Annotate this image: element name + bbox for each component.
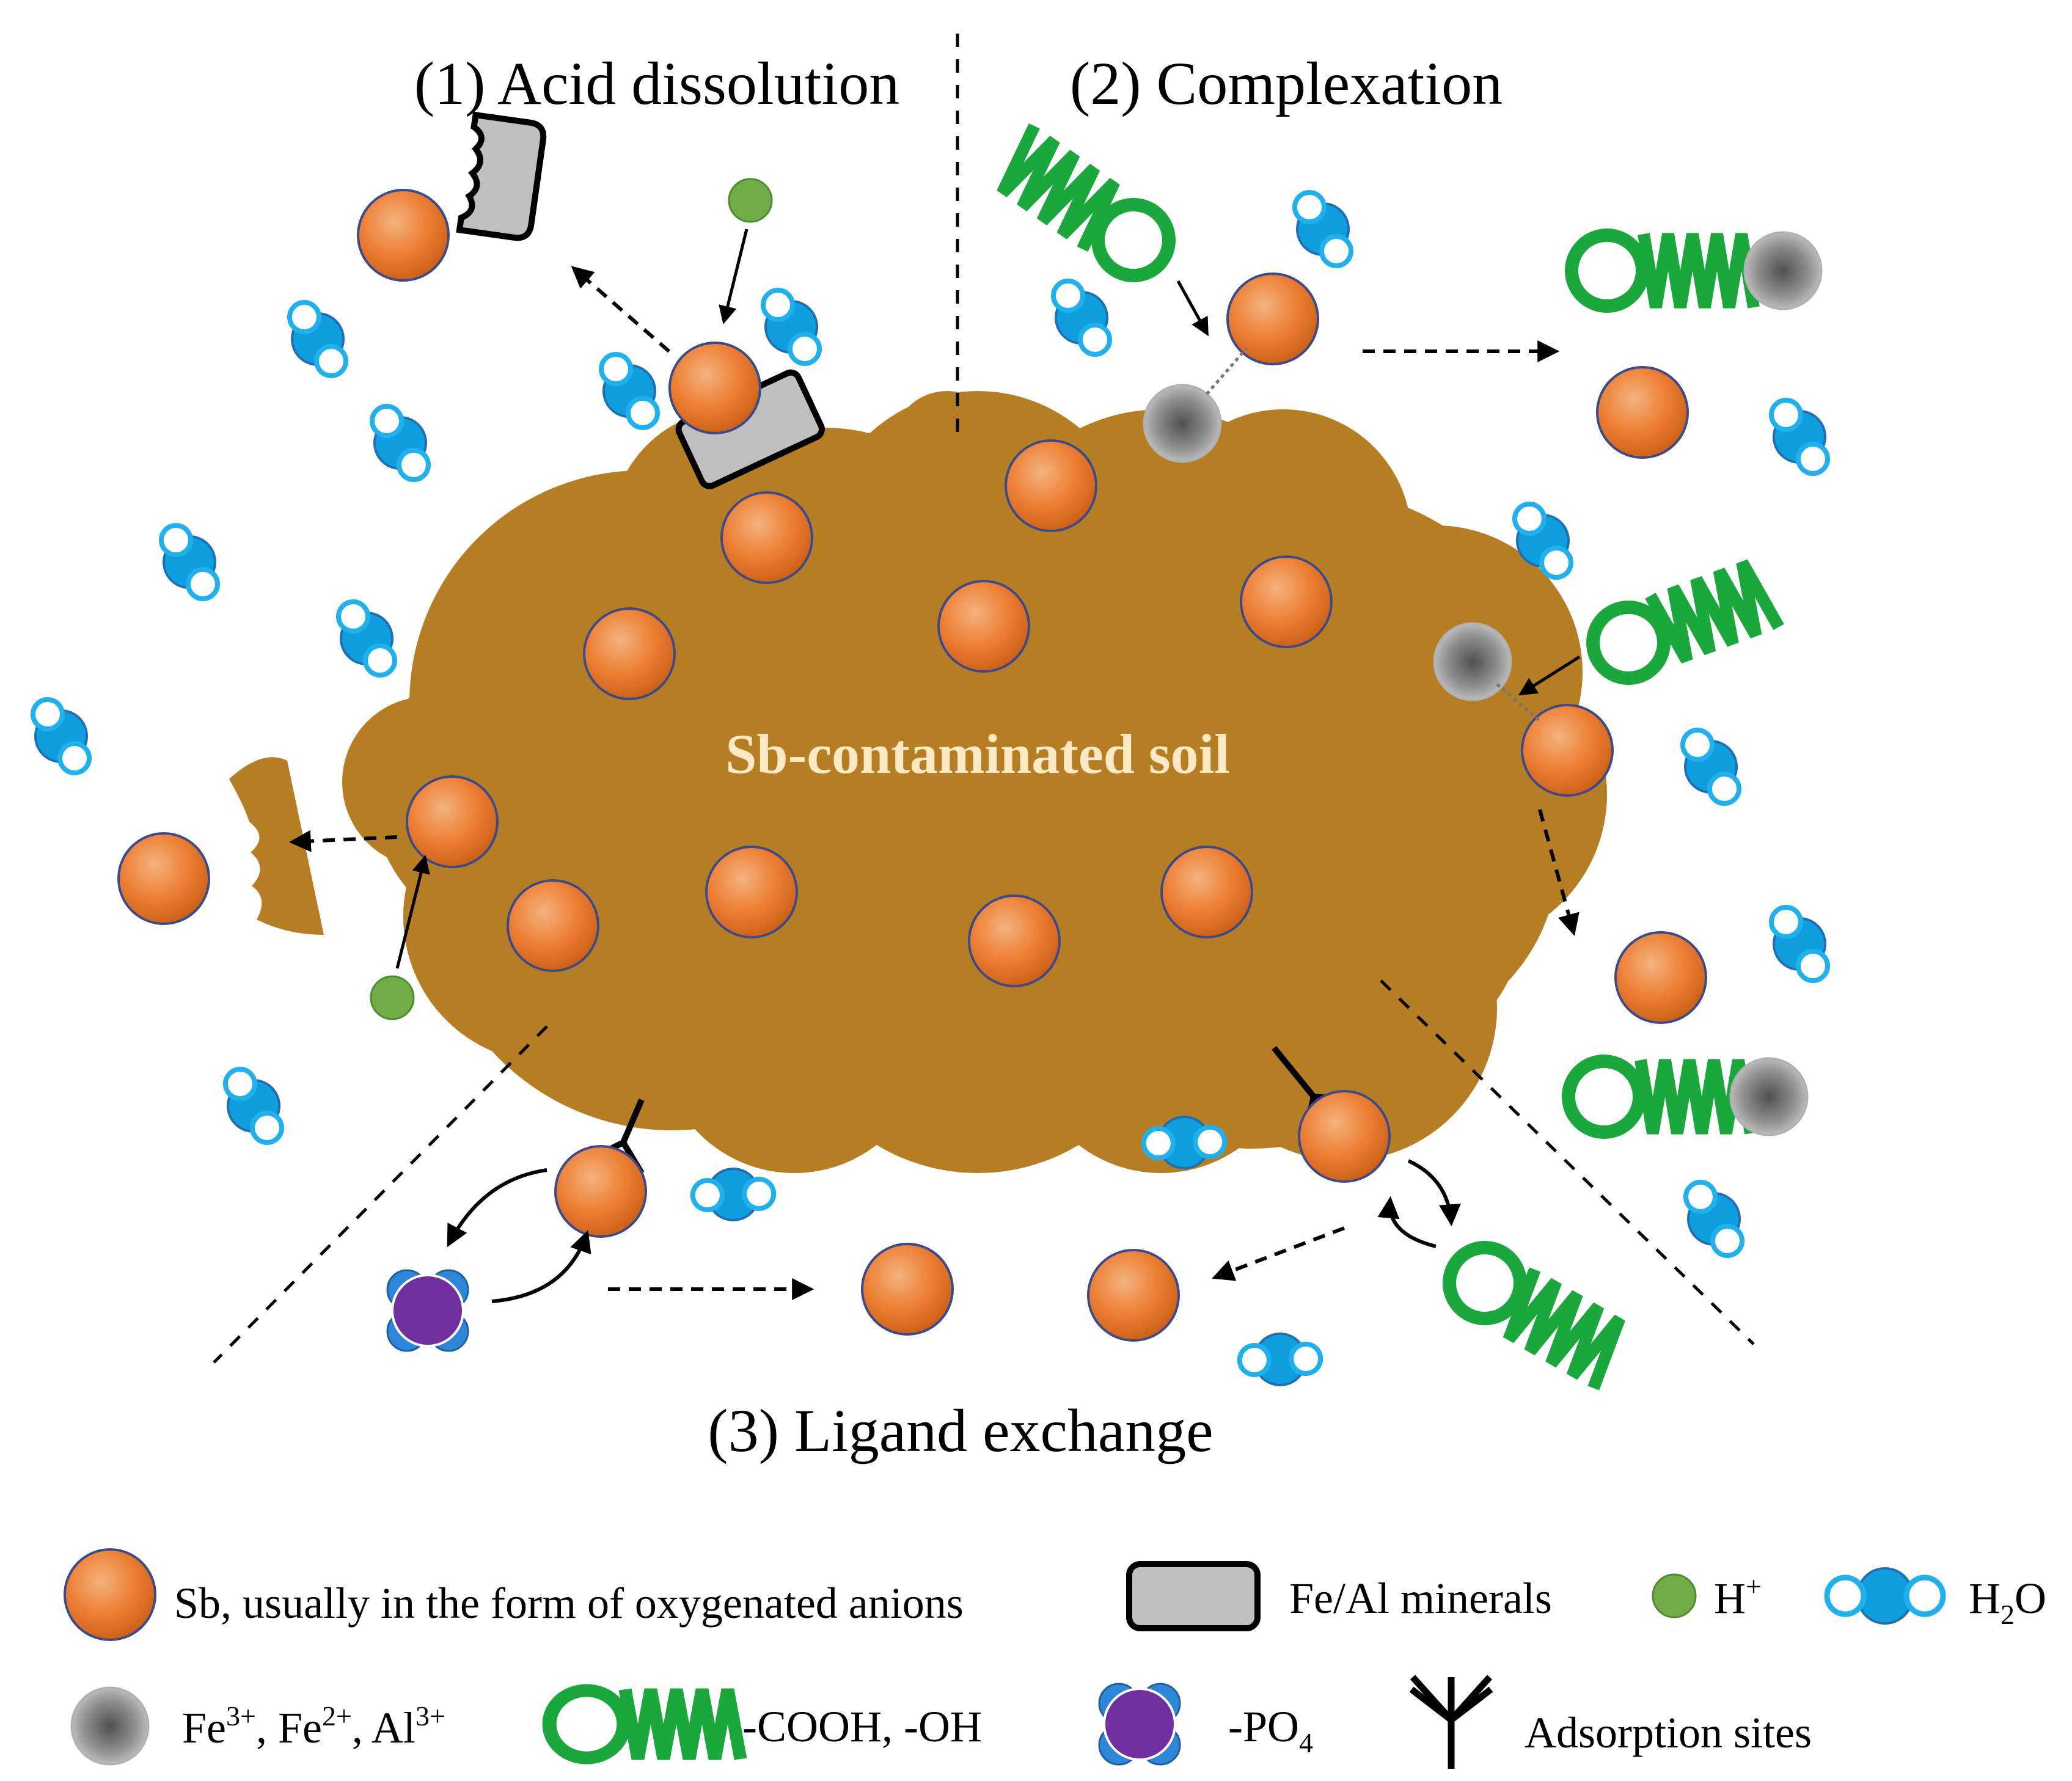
water-molecule-icon — [372, 406, 428, 480]
soil-label: Sb-contaminated soil — [725, 723, 1230, 785]
sb-particle-icon — [357, 189, 450, 282]
organic-ligand-icon — [549, 1689, 741, 1759]
organic-ligand-icon — [1572, 234, 1754, 307]
ligand-exchange-scene — [386, 1045, 1630, 1388]
water-molecule-icon — [1234, 1317, 1326, 1402]
sb-particle-icon — [117, 832, 210, 925]
h-plus-icon — [728, 178, 773, 223]
arrow-dashed — [288, 830, 398, 852]
water-molecule-icon — [225, 1069, 282, 1143]
complex-bond — [1496, 683, 1541, 722]
arrow — [719, 229, 749, 324]
water-molecule-icon — [763, 290, 819, 364]
sb-particle-icon — [1087, 1249, 1180, 1342]
water-molecule-icon — [1686, 1182, 1742, 1256]
legend-h2o-label: H2O — [1969, 1574, 2046, 1630]
sb-particle-icon — [705, 846, 798, 938]
complexation-scene — [992, 126, 1823, 1136]
water-molecule-icon — [33, 700, 89, 773]
sb-particle-icon — [1005, 439, 1097, 532]
sb-particle-icon — [406, 775, 499, 868]
acid-dissolution-scene — [117, 111, 825, 1020]
sb-particle-icon — [1160, 846, 1253, 938]
metal-ion-icon — [1143, 384, 1222, 463]
fe-al-mineral-icon — [1126, 1561, 1261, 1631]
sb-particle-icon — [554, 1145, 647, 1238]
sb-particle-icon — [668, 342, 761, 434]
sb-particle-icon — [1614, 931, 1707, 1024]
metal-ion-icon — [1729, 1057, 1809, 1136]
arrow-dashed — [1212, 1226, 1345, 1281]
water-molecule-icon — [290, 302, 346, 376]
arrow — [1176, 280, 1209, 337]
legend-phosphate-label: -PO4 — [1228, 1702, 1313, 1758]
sb-particle-icon — [720, 491, 813, 584]
legend-fe-al-label: Fe/Al minerals — [1289, 1574, 1552, 1623]
water-molecule-icon — [1295, 192, 1351, 266]
legend-item-adsorption-sites: Adsorption sites — [1409, 1675, 1812, 1769]
metal-ion-icon — [70, 1686, 150, 1766]
h-plus-icon — [1652, 1573, 1697, 1618]
legend-h-plus-label: H+ — [1714, 1571, 1762, 1623]
heading-complexation: (2) Complexation — [1070, 49, 1503, 117]
legend-item-phosphate: -PO4 — [1098, 1683, 1313, 1766]
section-dividers — [213, 34, 1755, 1364]
arrow-dashed — [571, 266, 670, 353]
legend-metal-ions-label: Fe3+, Fe2+, Al3+ — [182, 1700, 445, 1752]
legend: Sb, usually in the form of oxygenated an… — [64, 1548, 2046, 1769]
water-molecule-icon — [1824, 1567, 1946, 1625]
water-molecule-icon — [1771, 400, 1828, 474]
h-plus-icon — [370, 975, 415, 1020]
legend-item-h2o: H2O — [1824, 1567, 2046, 1630]
legend-item-h-plus: H+ — [1652, 1571, 1762, 1623]
metal-ion-icon — [1743, 231, 1823, 310]
organic-ligand-icon — [1569, 1060, 1751, 1133]
heading-ligand-exchange: (3) Ligand exchange — [708, 1397, 1213, 1465]
exchange-arrow — [1377, 1196, 1437, 1248]
arrow-dashed — [1538, 809, 1580, 936]
water-molecule-icon — [1771, 907, 1828, 981]
exchange-arrow — [1407, 1159, 1461, 1227]
water-molecule-icon — [1053, 281, 1110, 354]
phosphate-icon — [1098, 1683, 1181, 1766]
sb-particle-icon — [1240, 555, 1333, 648]
water-molecule-icon — [1683, 730, 1739, 803]
water-molecule-icon — [161, 525, 218, 599]
complex-bond — [1206, 347, 1248, 395]
sb-particle-icon — [937, 580, 1030, 673]
arrow — [1518, 655, 1581, 696]
exchange-arrow — [491, 1230, 591, 1303]
exchange-arrow — [447, 1168, 547, 1248]
dissolved-mineral-fragment — [456, 111, 547, 241]
arrow — [395, 855, 430, 969]
phosphate-icon — [386, 1269, 469, 1352]
legend-item-fe-al-minerals: Fe/Al minerals — [1126, 1561, 1552, 1631]
metal-ion-icon — [1433, 622, 1512, 701]
legend-item-metal-ions: Fe3+, Fe2+, Al3+ — [70, 1686, 445, 1766]
sb-particle-icon — [1596, 366, 1689, 459]
heading-acid-dissolution: (1) Acid dissolution — [414, 49, 899, 117]
sb-particle-icon — [968, 894, 1061, 987]
sb-particle-icon — [1298, 1090, 1391, 1183]
legend-item-sb: Sb, usually in the form of oxygenated an… — [64, 1548, 964, 1641]
sb-particle-icon — [583, 607, 676, 700]
legend-item-organic-groups: -COOH, -OH — [549, 1689, 982, 1759]
sb-particle-icon — [64, 1548, 156, 1641]
legend-organic-groups-label: -COOH, -OH — [742, 1702, 982, 1751]
soil-fragment — [229, 757, 324, 935]
water-molecule-icon — [601, 354, 657, 428]
legend-adsorption-sites-label: Adsorption sites — [1525, 1708, 1812, 1757]
legend-sb-label: Sb, usually in the form of oxygenated an… — [174, 1579, 964, 1628]
organic-ligand-icon — [1583, 558, 1779, 690]
sb-particle-icon — [861, 1243, 954, 1336]
sb-particle-icon — [1226, 272, 1319, 365]
organic-ligand-icon — [992, 126, 1184, 290]
soil-aggregate — [342, 391, 1607, 1173]
organic-ligand-icon — [1436, 1234, 1630, 1388]
water-molecule-icon — [339, 602, 395, 675]
sb-particle-icon — [507, 879, 599, 972]
